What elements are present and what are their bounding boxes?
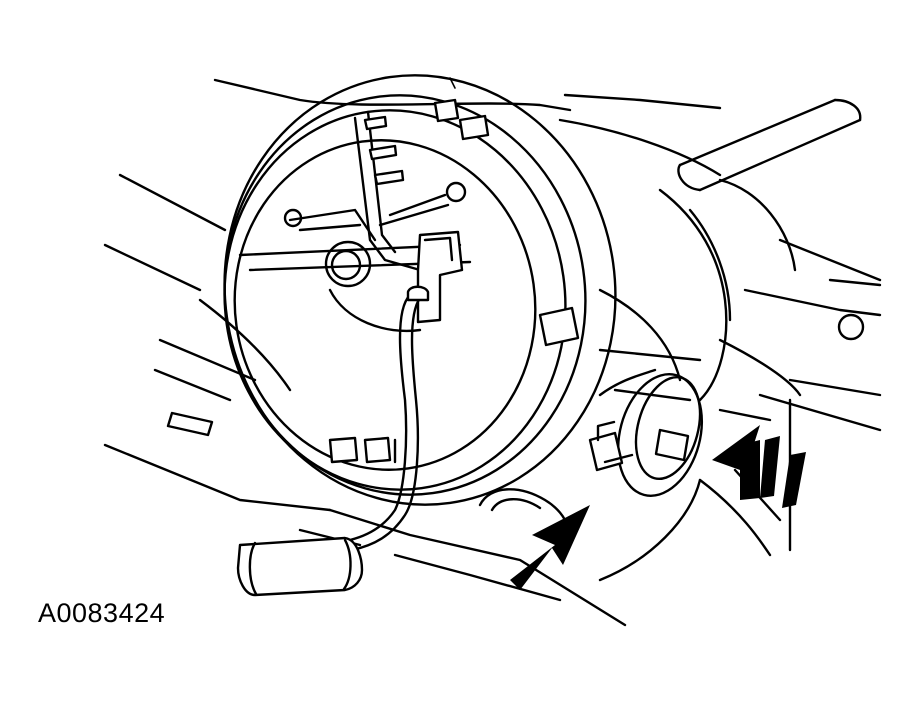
column-housing <box>103 77 882 627</box>
clockspring-wire <box>348 285 430 552</box>
figure-id-label: A0083424 <box>38 598 166 628</box>
wire-connector <box>236 536 364 597</box>
turn-signal-stalk <box>677 98 862 192</box>
clockspring-outer-ring <box>223 74 617 506</box>
dashed-arrow-icon <box>712 425 806 508</box>
retaining-clip <box>588 373 704 497</box>
clockspring-hub <box>238 110 472 464</box>
arrow-icon <box>510 505 590 590</box>
